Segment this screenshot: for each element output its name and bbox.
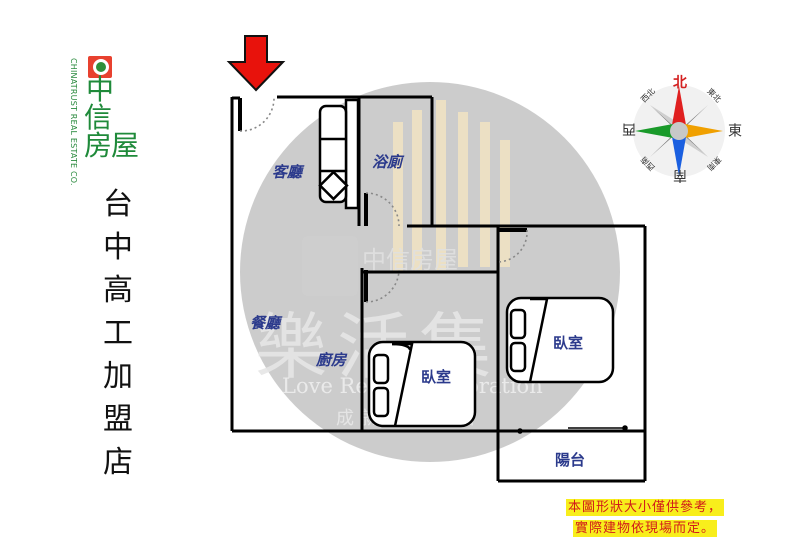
room-label-dining-room: 餐廳 <box>250 314 281 332</box>
watermark-bar <box>458 112 468 267</box>
branch-char: 高 <box>103 273 133 308</box>
bed-icon <box>505 296 615 384</box>
brand-logo-chinese: 中 信 房屋 <box>84 76 154 160</box>
branch-char: 中 <box>103 230 133 265</box>
disclaimer-line-2: 實際建物依現場而定。 <box>573 520 718 537</box>
bed-icon <box>367 340 477 428</box>
room-label-bedroom-1: 臥室 <box>421 368 452 386</box>
watermark-bar <box>412 110 422 270</box>
compass-east: 東 <box>726 123 742 137</box>
branch-name: 台 中 高 工 加 盟 店 <box>98 183 138 484</box>
room-label-living-room: 客廳 <box>272 163 303 181</box>
room-label-bathroom: 浴廁 <box>372 153 403 171</box>
compass-star-icon <box>633 85 725 177</box>
room-label-bedroom-2: 臥室 <box>553 334 584 352</box>
branch-char: 工 <box>103 316 133 351</box>
brand-logo-char-1: 中 <box>86 73 115 106</box>
watermark-bar <box>480 122 490 267</box>
branch-char: 加 <box>103 359 133 394</box>
watermark-logo-icon <box>302 236 358 296</box>
watermark-bar <box>393 122 403 272</box>
disclaimer-line-1: 本圖形狀大小僅供參考， <box>566 499 725 516</box>
brand-logo-char-2: 信 <box>84 101 113 134</box>
branch-char: 店 <box>103 445 133 480</box>
compass-rose: 北 東 南 西 東北 西北 東南 西南 <box>620 70 742 183</box>
compass-north: 北 <box>673 75 687 91</box>
watermark-brand: 中信房屋 <box>362 246 458 274</box>
entrance-arrow-icon <box>226 35 286 92</box>
room-label-balcony: 陽台 <box>555 451 586 469</box>
room-label-kitchen: 廚房 <box>316 351 347 369</box>
branch-char: 盟 <box>103 402 133 437</box>
compass-west: 西 <box>622 123 638 137</box>
watermark-bar <box>500 140 510 267</box>
brand-logo-english: CHINATRUST REAL ESTATE CO. <box>69 58 78 186</box>
brand-logo-char-3: 房屋 <box>84 129 139 162</box>
sofa-icon <box>318 98 360 210</box>
compass-south: 南 <box>673 167 687 183</box>
watermark-bar <box>436 100 446 270</box>
brand-logo-emblem-icon <box>93 59 109 75</box>
branch-char: 台 <box>103 187 133 222</box>
